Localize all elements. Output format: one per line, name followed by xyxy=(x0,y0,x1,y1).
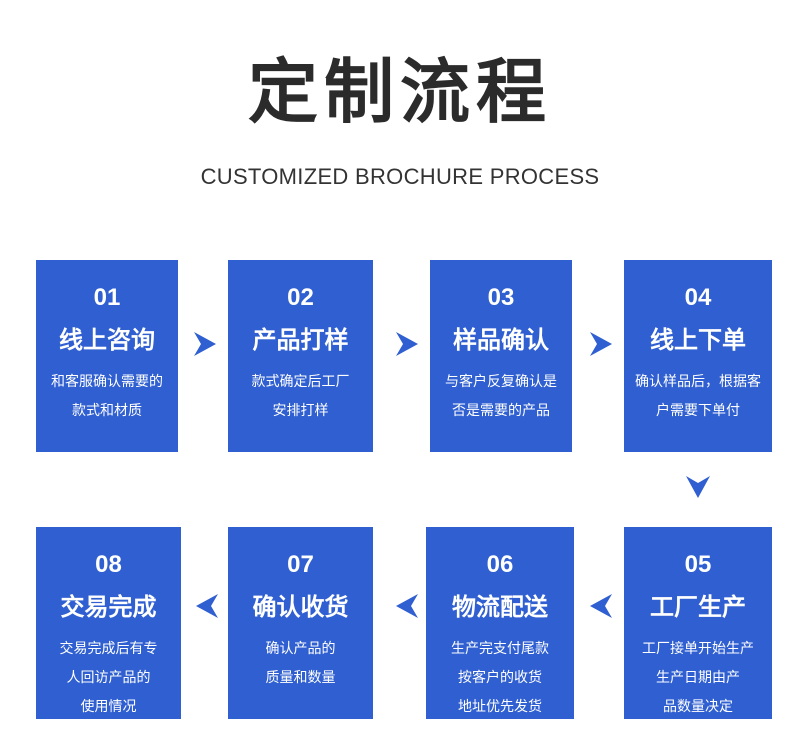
step-name: 产品打样 xyxy=(252,326,349,354)
step-name: 确认收货 xyxy=(252,593,349,621)
chevron-right-icon xyxy=(394,332,418,356)
step-number: 05 xyxy=(684,551,712,578)
step-card-07: 07 确认收货 确认产品的 质量和数量 xyxy=(228,527,373,719)
page-title: 定制流程 xyxy=(248,51,552,133)
step-name: 线上下单 xyxy=(650,326,746,354)
step-description: 和客服确认需要的 款式和材质 xyxy=(51,374,163,419)
step-name: 线上咨询 xyxy=(59,326,155,354)
step-card-04: 04 线上下单 确认样品后，根据客 户需要下单付 xyxy=(624,260,772,452)
step-card-01: 01 线上咨询 和客服确认需要的 款式和材质 xyxy=(36,260,178,452)
step-name: 工厂生产 xyxy=(650,593,746,621)
step-description: 确认产品的 质量和数量 xyxy=(265,641,336,686)
step-name: 交易完成 xyxy=(60,593,157,621)
step-number: 01 xyxy=(93,284,121,311)
chevron-left-icon xyxy=(396,594,420,618)
step-number: 07 xyxy=(287,551,314,578)
step-number: 04 xyxy=(684,284,712,311)
step-card-02: 02 产品打样 款式确定后工厂 安排打样 xyxy=(228,260,373,452)
step-number: 06 xyxy=(486,551,514,578)
step-number: 08 xyxy=(95,551,122,578)
chevron-down-icon xyxy=(686,474,710,498)
step-description: 款式确定后工厂 安排打样 xyxy=(251,374,350,419)
step-card-08: 08 交易完成 交易完成后有专 人回访产品的 使用情况 xyxy=(36,527,181,719)
step-description: 交易完成后有专 人回访产品的 使用情况 xyxy=(59,641,158,715)
step-name: 物流配送 xyxy=(452,593,548,621)
step-card-03: 03 样品确认 与客户反复确认是 否是需要的产品 xyxy=(430,260,572,452)
chevron-left-icon xyxy=(590,594,614,618)
page-subtitle: CUSTOMIZED BROCHURE PROCESS xyxy=(200,164,600,189)
chevron-right-icon xyxy=(192,332,216,356)
step-description: 工厂接单开始生产 生产日期由产 品数量决定 xyxy=(642,641,754,715)
step-description: 生产完支付尾款 按客户的收货 地址优先发货 xyxy=(451,641,549,715)
step-name: 样品确认 xyxy=(453,326,549,354)
step-card-05: 05 工厂生产 工厂接单开始生产 生产日期由产 品数量决定 xyxy=(624,527,772,719)
chevron-left-icon xyxy=(196,594,220,618)
step-number: 03 xyxy=(487,284,515,311)
step-description: 确认样品后，根据客 户需要下单付 xyxy=(635,374,761,419)
chevron-right-icon xyxy=(588,332,612,356)
step-description: 与客户反复确认是 否是需要的产品 xyxy=(445,374,557,419)
step-number: 02 xyxy=(287,284,314,311)
step-card-06: 06 物流配送 生产完支付尾款 按客户的收货 地址优先发货 xyxy=(426,527,574,719)
